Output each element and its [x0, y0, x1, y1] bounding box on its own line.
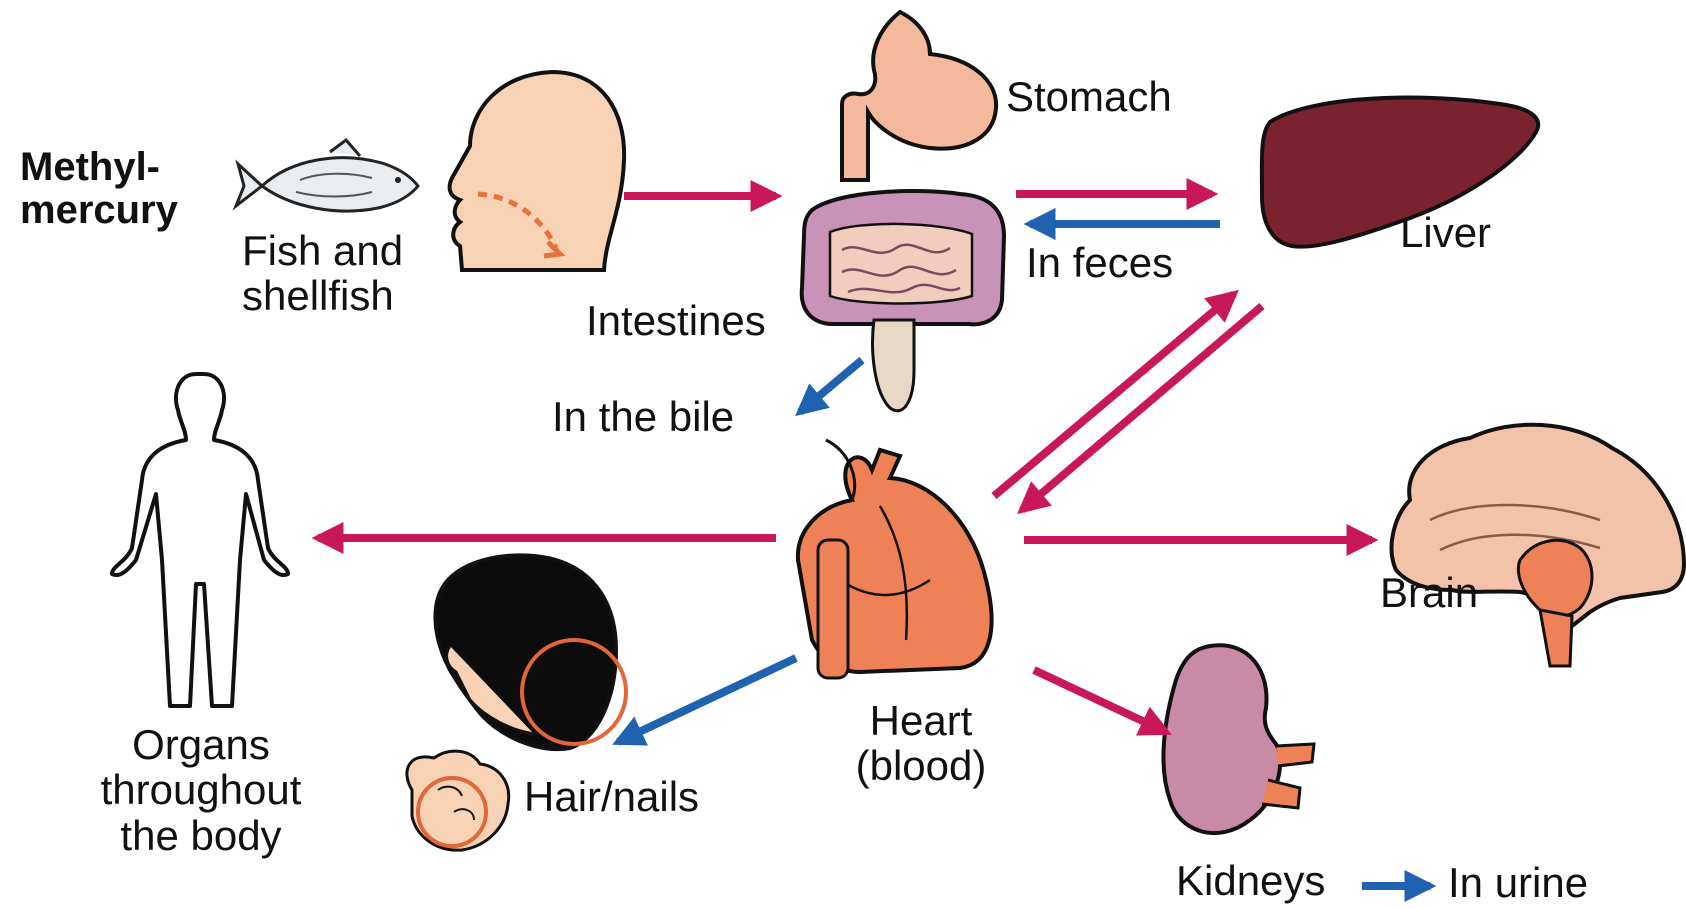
brain-label: Brain — [1380, 570, 1478, 615]
liver-label: Liver — [1400, 210, 1491, 255]
in-urine-label: In urine — [1448, 860, 1588, 905]
intestines-label: Intestines — [586, 298, 766, 343]
heart-label: Heart (blood) — [826, 698, 1016, 789]
in-bile-label: In the bile — [552, 394, 734, 439]
arrow-heart-to-liver — [994, 294, 1234, 496]
arrow-heart-to-kidneys — [1034, 670, 1166, 732]
intestines-icon — [802, 191, 1004, 411]
arrow-liver-to-heart — [1022, 306, 1262, 510]
kidneys-label: Kidneys — [1176, 858, 1325, 903]
methylmercury-label: Methyl- mercury — [20, 146, 178, 232]
fish-label: Fish and shellfish — [242, 228, 403, 319]
arrow-heart-to-hair — [618, 658, 796, 742]
hair-head-icon — [435, 555, 626, 749]
in-feces-label: In feces — [1026, 240, 1173, 285]
stomach-icon — [842, 12, 996, 180]
fish-icon — [236, 140, 418, 211]
arrow-intestines-to-bile — [800, 360, 862, 412]
head-icon — [450, 72, 625, 270]
kidney-icon — [1163, 645, 1314, 833]
body-outline-icon — [112, 374, 288, 706]
stomach-label: Stomach — [1006, 74, 1172, 119]
organs-label: Organs throughout the body — [66, 722, 336, 858]
brain-icon — [1392, 425, 1684, 666]
hair-nails-label: Hair/nails — [524, 774, 699, 819]
heart-icon — [798, 440, 992, 678]
hand-nails-icon — [407, 751, 509, 850]
